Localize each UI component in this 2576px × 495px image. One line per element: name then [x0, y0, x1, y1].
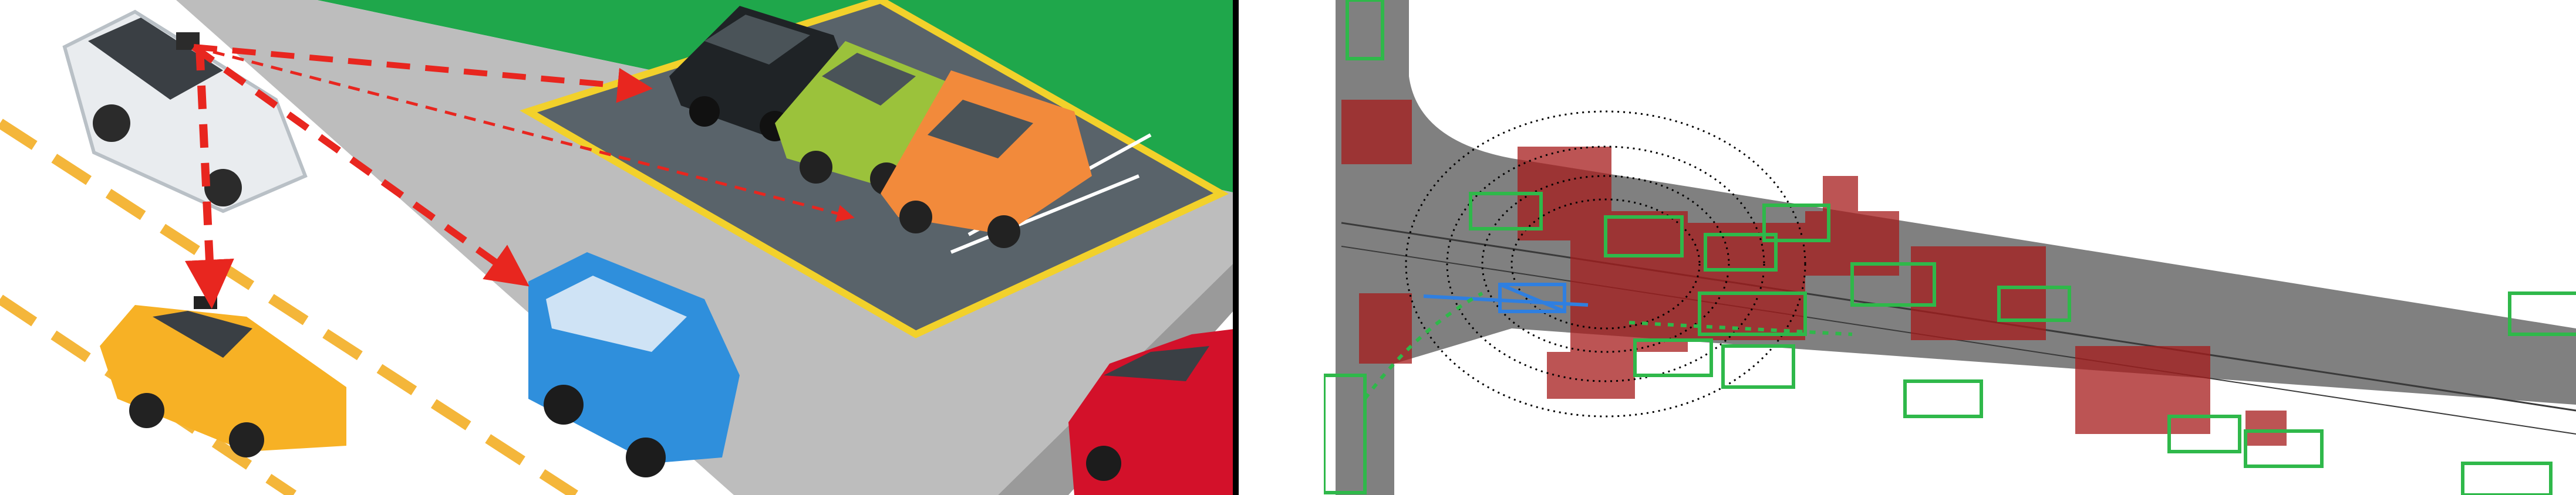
panel-gap	[1239, 0, 1324, 495]
detection-box	[1324, 374, 1367, 494]
ego-van	[62, 9, 308, 213]
taxi	[100, 296, 346, 457]
detection-box	[1704, 233, 1778, 272]
sidewalk	[176, 0, 1239, 495]
detection-boxes	[1324, 0, 2576, 495]
detection-box	[2461, 462, 2553, 495]
detection-box	[1698, 291, 1807, 336]
blue-van	[528, 252, 740, 477]
parking-line	[950, 174, 1140, 254]
lane-dash	[0, 118, 578, 495]
detection-box	[1997, 286, 2071, 322]
lidar-svg	[1324, 0, 2576, 495]
panel-border	[1233, 0, 1239, 495]
sensing-arrows	[184, 44, 855, 309]
detection-box	[1346, 0, 1384, 60]
lane-dash	[0, 294, 296, 495]
detection-box	[1721, 344, 1795, 389]
ego-box	[1498, 283, 1566, 313]
illustration-panel	[0, 0, 1239, 495]
ego-trajectory	[1423, 294, 1589, 307]
red-car	[1068, 328, 1239, 495]
detection-box	[1469, 192, 1543, 230]
detection-box	[1762, 204, 1830, 242]
detection-box	[1850, 262, 1936, 307]
scene-svg	[0, 0, 1239, 495]
detection-box	[1633, 338, 1713, 377]
detection-box	[2244, 429, 2324, 468]
orange-wagon	[881, 70, 1092, 248]
detection-box	[2167, 415, 2241, 453]
occupancy-grid	[1341, 100, 2287, 446]
lidar-panel	[1324, 0, 2576, 495]
detection-box	[1903, 379, 1983, 418]
predicted-trajectory	[1363, 291, 1483, 400]
detection-box	[1604, 215, 1684, 257]
detection-box	[2508, 291, 2576, 336]
lidar-points	[1405, 110, 1806, 418]
predicted-trajectory	[1628, 321, 1853, 336]
